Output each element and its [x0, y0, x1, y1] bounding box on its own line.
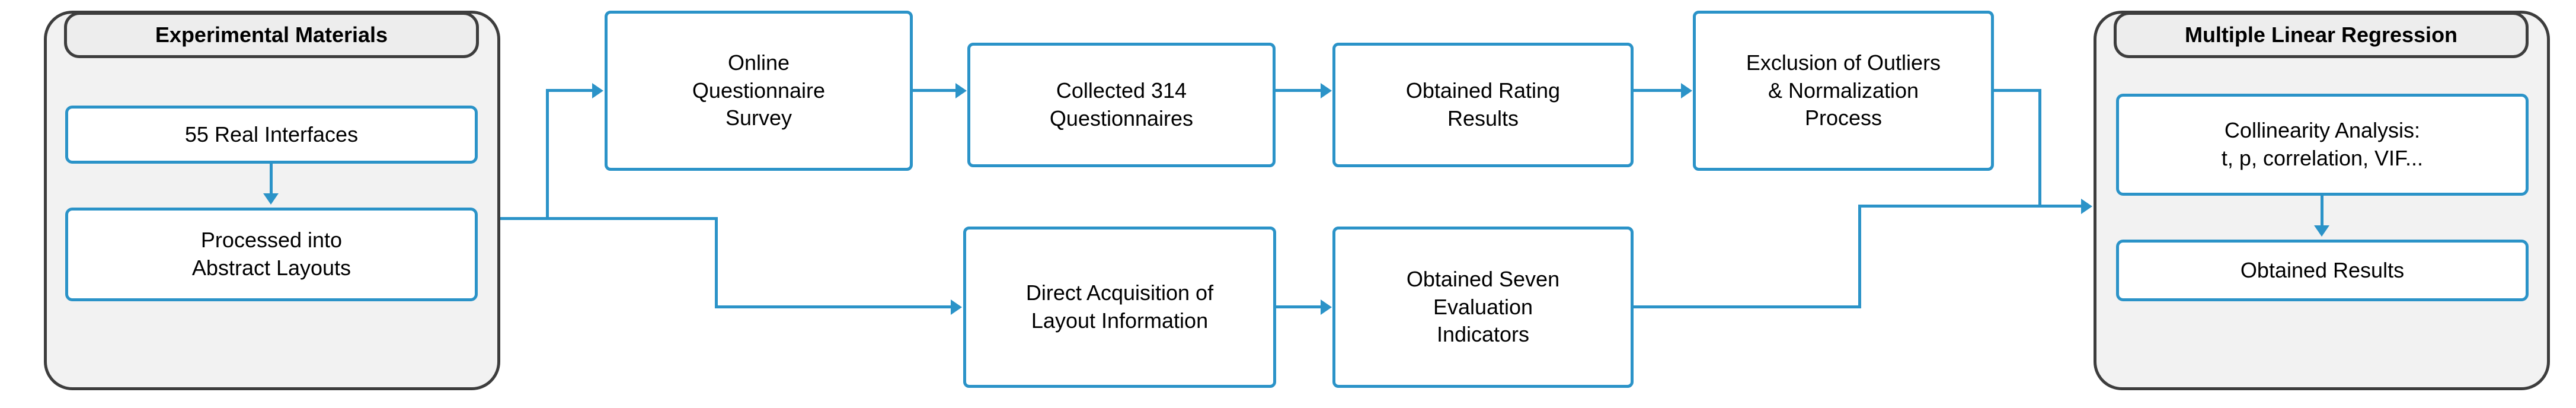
box-obtained-rating-results: Obtained Rating Results	[1332, 43, 1634, 167]
arrowhead-exclusion-to-regression	[2081, 199, 2092, 214]
connector-lower-vertical	[715, 217, 718, 307]
box-obtained-rating-results-label: Obtained Rating Results	[1405, 78, 1561, 130]
group-title-experimental-materials: Experimental Materials	[64, 12, 479, 58]
connector-indicators-up	[1858, 205, 1861, 308]
connector-exclusion-down	[2038, 89, 2041, 208]
connector-interfaces-to-layouts	[270, 164, 273, 195]
arrowhead-interfaces-to-layouts	[263, 193, 279, 205]
group-title-multiple-linear-regression: Multiple Linear Regression	[2114, 12, 2529, 58]
arrowhead-rating-to-exclusion	[1681, 83, 1692, 98]
box-real-interfaces-label: 55 Real Interfaces	[184, 122, 359, 146]
connector-rating-to-exclusion	[1634, 89, 1681, 92]
box-obtained-results: Obtained Results	[2116, 240, 2529, 301]
connector-indicators-right	[1634, 305, 1861, 308]
box-online-questionnaire-survey: Online Questionnaire Survey	[605, 11, 913, 171]
arrowhead-direct-to-indicators	[1321, 299, 1332, 315]
connector-collinearity-to-results	[2321, 196, 2323, 227]
connector-trunk-to-survey	[546, 89, 592, 92]
connector-direct-to-indicators	[1276, 305, 1321, 308]
box-exclusion-outliers-normalization: Exclusion of Outliers & Normalization Pr…	[1693, 11, 1994, 171]
arrowhead-survey-to-collected	[955, 83, 967, 98]
box-collinearity-analysis: Collinearity Analysis: t, p, correlation…	[2116, 94, 2529, 196]
arrowhead-lower-to-direct-acquisition	[951, 299, 962, 315]
box-abstract-layouts-label: Processed into Abstract Layouts	[191, 228, 351, 280]
box-online-questionnaire-survey-label: Online Questionnaire Survey	[692, 50, 826, 130]
connector-exclusion-right	[1994, 89, 2041, 92]
connector-lower-to-direct-acquisition	[715, 305, 951, 308]
connector-trunk-vertical	[546, 89, 549, 219]
box-collected-questionnaires: Collected 314 Questionnaires	[967, 43, 1276, 167]
connector-survey-to-collected	[913, 89, 955, 92]
connector-indicators-to-regression	[1858, 205, 2081, 208]
arrowhead-trunk-to-survey	[592, 83, 603, 98]
connector-trunk-to-lower	[546, 217, 718, 220]
box-exclusion-outliers-normalization-label: Exclusion of Outliers & Normalization Pr…	[1746, 50, 1941, 130]
box-collected-questionnaires-label: Collected 314 Questionnaires	[1049, 78, 1194, 130]
box-real-interfaces: 55 Real Interfaces	[65, 106, 478, 164]
box-obtained-seven-indicators: Obtained Seven Evaluation Indicators	[1332, 227, 1634, 388]
box-collinearity-analysis-label: Collinearity Analysis: t, p, correlation…	[2221, 118, 2424, 170]
connector-materials-to-trunk	[500, 217, 549, 220]
box-obtained-results-label: Obtained Results	[2240, 257, 2405, 282]
connector-collected-to-rating	[1276, 89, 1321, 92]
box-obtained-seven-indicators-label: Obtained Seven Evaluation Indicators	[1406, 266, 1560, 347]
box-direct-acquisition-layout: Direct Acquisition of Layout Information	[963, 227, 1276, 388]
box-direct-acquisition-layout-label: Direct Acquisition of Layout Information	[1025, 280, 1214, 333]
box-abstract-layouts: Processed into Abstract Layouts	[65, 208, 478, 301]
arrowhead-collected-to-rating	[1321, 83, 1332, 98]
arrowhead-collinearity-to-results	[2314, 225, 2329, 237]
